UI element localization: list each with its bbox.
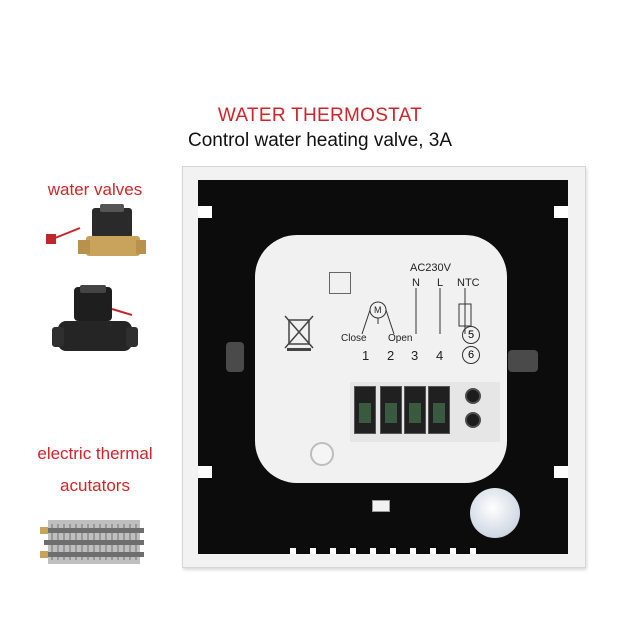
radiator-image	[40, 520, 144, 564]
water-valves-label: water valves	[47, 180, 143, 199]
label-box	[329, 272, 351, 294]
l-label: L	[437, 277, 444, 289]
screw-terminal-1[interactable]	[354, 386, 376, 434]
brass-valve-image	[46, 204, 146, 256]
actuators-label-line1: electric thermal	[37, 444, 153, 463]
terminal-number: 4	[436, 348, 444, 363]
latch-tab	[372, 500, 390, 512]
motor-label: M	[374, 305, 382, 315]
vent-slots	[290, 548, 490, 554]
terminal-number: 1	[362, 348, 370, 363]
screw-terminal-2[interactable]	[380, 386, 402, 434]
frame-clip	[198, 206, 212, 218]
mounting-knob	[470, 488, 520, 538]
power-label: AC230V	[410, 262, 451, 274]
black-valve-image	[52, 285, 138, 351]
screw-terminal-4[interactable]	[428, 386, 450, 434]
sensor-screw-6[interactable]	[465, 412, 481, 428]
mount-slot-right	[508, 350, 538, 372]
frame-clip	[554, 466, 568, 478]
frame-clip	[554, 206, 568, 218]
n-label: N	[412, 277, 420, 289]
ntc-label: NTC	[457, 277, 480, 289]
terminal-number: 3	[411, 348, 419, 363]
open-label: Open	[388, 333, 413, 344]
reset-hole	[310, 442, 334, 466]
close-label: Close	[341, 333, 367, 344]
actuators-label-line2: acutators	[60, 476, 130, 495]
sensor-screw-5[interactable]	[465, 388, 481, 404]
product-subtitle: Control water heating valve, 3A	[187, 130, 453, 151]
mount-slot-left	[226, 342, 244, 372]
frame-clip	[198, 466, 212, 478]
sensor-terminal-5: 5	[462, 326, 480, 344]
weee-bin-icon	[284, 315, 314, 351]
screw-terminal-3[interactable]	[404, 386, 426, 434]
product-title: WATER THERMOSTAT	[217, 105, 423, 126]
wiring-diagram	[361, 288, 472, 335]
terminal-number: 2	[387, 348, 395, 363]
sensor-terminal-6: 6	[462, 346, 480, 364]
